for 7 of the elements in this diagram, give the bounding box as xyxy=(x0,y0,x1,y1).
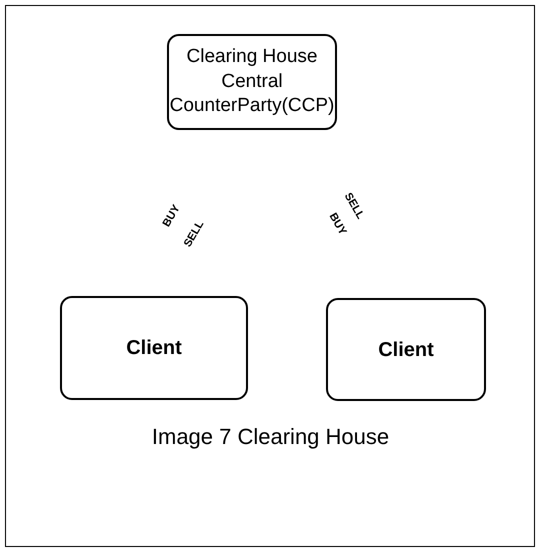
client-box xyxy=(326,298,486,401)
caption: Image 7 Clearing House xyxy=(150,424,390,450)
node-text: Client xyxy=(378,338,434,362)
node-text: Clearing House Central CounterParty(CCP) xyxy=(169,44,335,118)
client-box xyxy=(60,296,248,400)
clearing-house-box xyxy=(167,34,337,130)
node-text: Client xyxy=(126,336,182,361)
